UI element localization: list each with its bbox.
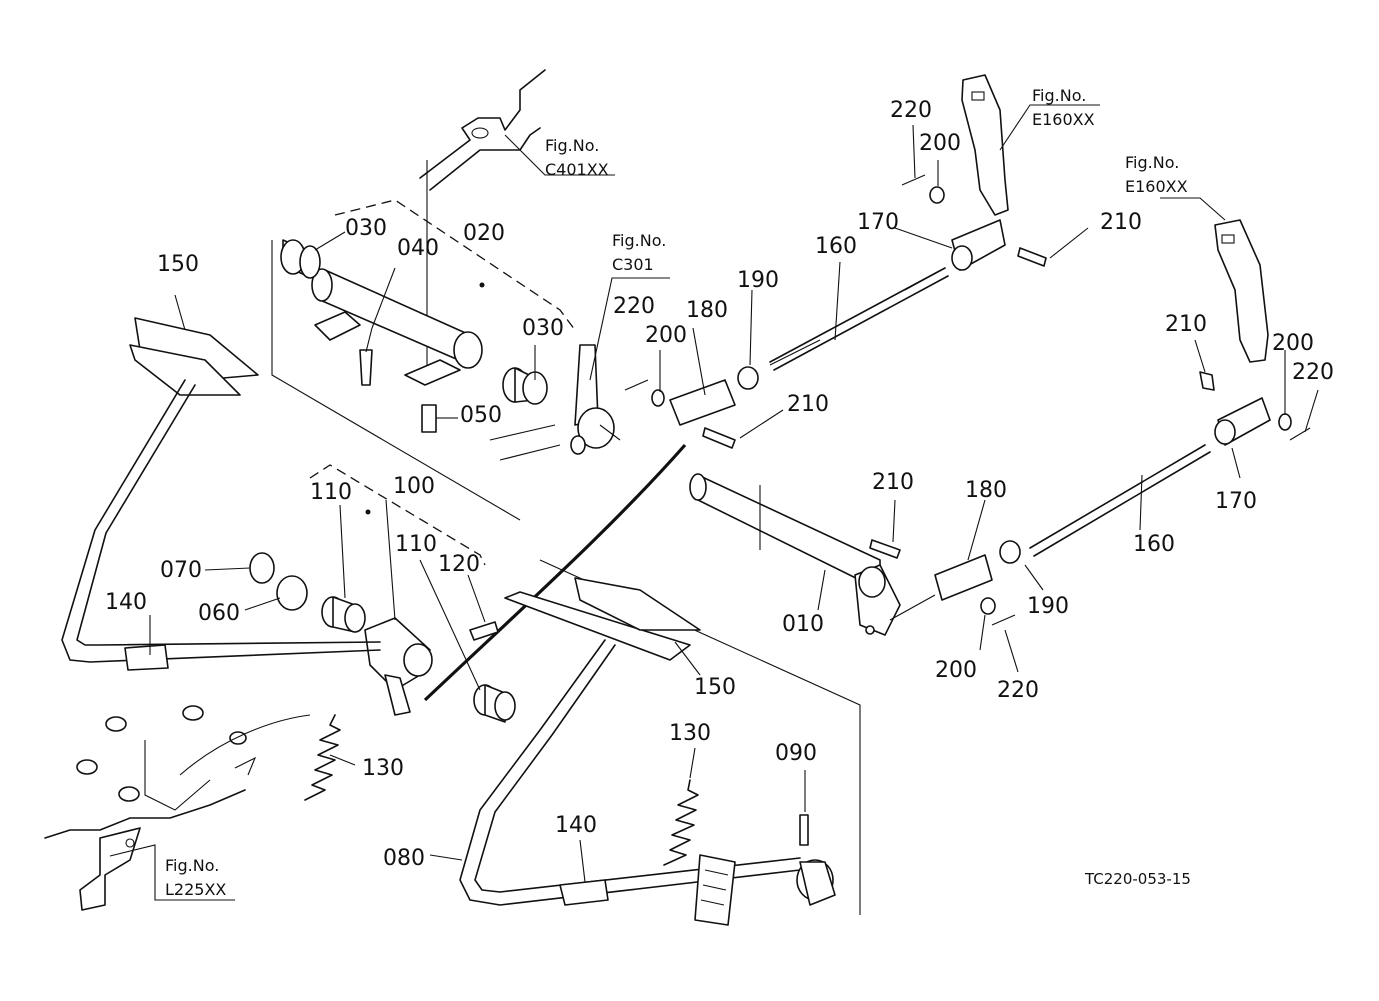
part-label-150-a: 150 <box>157 252 199 277</box>
part-label-180-b: 180 <box>965 478 1007 503</box>
pivot-shaft-020 <box>311 268 485 386</box>
pedal-boss-100 <box>364 509 433 716</box>
part-label-210-d: 210 <box>872 470 914 495</box>
part-label-010: 010 <box>782 612 824 637</box>
part-label-160-b: 160 <box>1133 532 1175 557</box>
snap-ring-070 <box>249 552 275 584</box>
bushing-030-a <box>280 239 321 279</box>
part-label-030-a: 030 <box>345 216 387 241</box>
part-label-190-a: 190 <box>737 268 779 293</box>
leader-lines <box>149 124 1319 883</box>
figref-e160b-code: E160XX <box>1125 177 1188 196</box>
part-label-050: 050 <box>460 403 502 428</box>
figref-l225-code: L225XX <box>165 880 227 899</box>
part-label-110-b: 110 <box>395 532 437 557</box>
part-label-200-a: 200 <box>645 323 687 348</box>
clevis-180-lower <box>934 554 993 601</box>
part-label-210-b: 210 <box>1100 210 1142 235</box>
figref-c401-code: C401XX <box>545 160 609 179</box>
arm-e160-upper <box>961 74 1100 216</box>
part-label-120: 120 <box>438 552 480 577</box>
part-label-210-c: 210 <box>1165 312 1207 337</box>
pin-210-b <box>1017 247 1047 267</box>
spring-130-left <box>304 714 341 801</box>
part-label-210-a: 210 <box>787 392 829 417</box>
cotter-220-c <box>1289 427 1311 441</box>
washer-200-a <box>651 389 665 407</box>
part-label-170-a: 170 <box>857 210 899 235</box>
part-label-090: 090 <box>775 741 817 766</box>
figref-e160b-caption: Fig.No. <box>1125 153 1180 172</box>
figref-e160a-caption: Fig.No. <box>1032 86 1087 105</box>
clevis-170-lower <box>1214 397 1271 446</box>
cotter-220-a <box>624 379 649 391</box>
part-label-080: 080 <box>383 846 425 871</box>
figref-c301-code: C301 <box>612 255 654 274</box>
rod-160-lower <box>1029 444 1211 557</box>
part-label-160-a: 160 <box>815 234 857 259</box>
cotter-220-b <box>901 174 926 186</box>
pin-210-d <box>869 539 901 559</box>
part-label-040: 040 <box>397 236 439 261</box>
part-label-060: 060 <box>198 601 240 626</box>
figref-c301-caption: Fig.No. <box>612 231 667 250</box>
part-label-110-a: 110 <box>310 480 352 505</box>
part-label-200-c: 200 <box>1272 331 1314 356</box>
pin-090 <box>799 814 809 846</box>
bushing-110-a <box>321 596 366 633</box>
washer-200-b <box>929 186 945 204</box>
part-label-140-b: 140 <box>555 813 597 838</box>
part-label-220-d: 220 <box>997 678 1039 703</box>
part-label-220-a: 220 <box>613 294 655 319</box>
part-label-150-b: 150 <box>694 675 736 700</box>
part-label-200-d: 200 <box>935 658 977 683</box>
washer-200-c <box>1278 413 1292 431</box>
clevis-170-upper <box>951 219 1006 271</box>
figref-l225-caption: Fig.No. <box>165 856 220 875</box>
nut-190-lower <box>999 540 1021 564</box>
part-label-140-a: 140 <box>105 590 147 615</box>
figref-c401-caption: Fig.No. <box>545 136 600 155</box>
part-label-070: 070 <box>160 558 202 583</box>
part-label-200-b: 200 <box>919 131 961 156</box>
washer-200-d <box>980 597 996 615</box>
bushing-110-b <box>473 684 516 723</box>
pin-210-c <box>1199 371 1215 391</box>
arm-c301 <box>489 277 670 461</box>
rod-160-upper <box>769 267 949 371</box>
figref-e160a-code: E160XX <box>1032 110 1095 129</box>
frame-bracket <box>419 69 615 191</box>
spring-130-right <box>663 779 699 866</box>
cotter-220-d <box>991 614 1016 626</box>
part-label-030-b: 030 <box>522 316 564 341</box>
part-label-170-b: 170 <box>1215 489 1257 514</box>
part-label-180-a: 180 <box>686 298 728 323</box>
cross-shaft-010 <box>689 473 936 636</box>
part-label-100: 100 <box>393 474 435 499</box>
washer-060 <box>276 575 308 611</box>
bushing-030-b <box>502 367 548 405</box>
stop-bracket <box>694 854 736 926</box>
part-label-220-c: 220 <box>1292 360 1334 385</box>
arm-e160-lower <box>1160 197 1269 363</box>
part-label-130-b: 130 <box>669 721 711 746</box>
pedal-left <box>61 317 381 671</box>
drawing-code: TC220-053-15 <box>1085 870 1191 888</box>
clevis-180-upper <box>669 379 736 426</box>
pin-210-a <box>702 427 736 449</box>
part-label-220-b: 220 <box>890 98 932 123</box>
grease-fitting-120 <box>469 621 499 641</box>
group-box-020 <box>334 199 576 331</box>
pedal-right-080 <box>459 577 836 906</box>
nut-190-upper <box>737 366 759 390</box>
floor-plate <box>44 705 311 911</box>
part-label-020: 020 <box>463 221 505 246</box>
part-label-190-b: 190 <box>1027 594 1069 619</box>
grease-fitting-040 <box>359 327 373 386</box>
grease-fitting-050 <box>421 404 452 433</box>
part-label-130-a: 130 <box>362 756 404 781</box>
